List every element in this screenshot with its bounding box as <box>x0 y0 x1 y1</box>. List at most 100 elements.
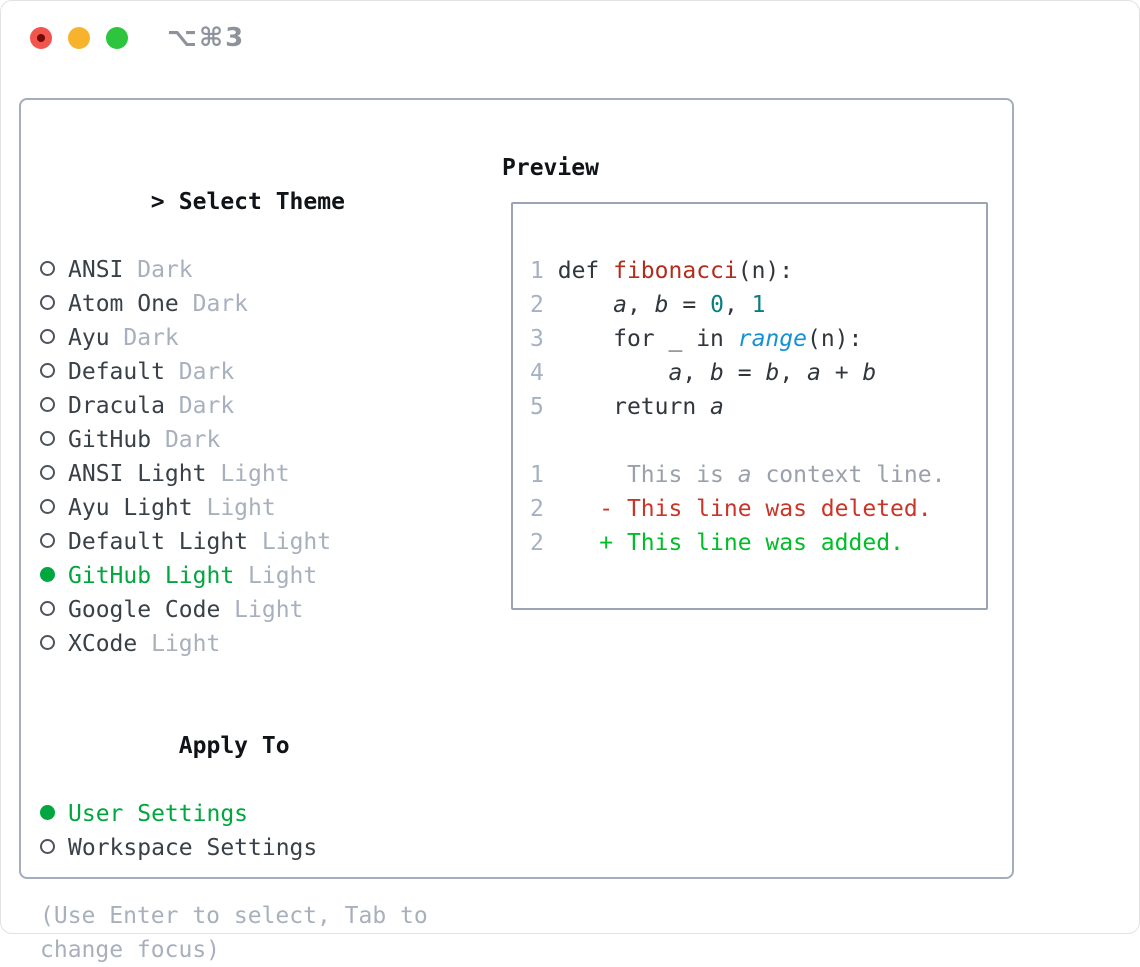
theme-variant-badge: Dark <box>137 257 193 283</box>
radio-circle <box>40 261 55 276</box>
radio-icon <box>40 627 68 661</box>
apply-option-label: User Settings <box>68 801 249 827</box>
radio-circle <box>40 635 55 650</box>
code-token: return <box>613 394 711 420</box>
code-token: b <box>654 292 669 318</box>
code-token: + <box>820 360 863 386</box>
close-button[interactable] <box>30 27 52 49</box>
radio-icon <box>40 389 68 423</box>
spacer <box>40 661 480 695</box>
radio-icon <box>40 525 68 559</box>
code-line: 2 a, b = 0, 1 <box>530 288 945 322</box>
theme-option-google-code[interactable]: Google Code Light <box>40 593 480 627</box>
theme-option-ansi-light[interactable]: ANSI Light Light <box>40 457 480 491</box>
zoom-button[interactable] <box>106 27 128 49</box>
code-token: 4 <box>530 360 544 386</box>
theme-name: Google Code <box>68 597 235 623</box>
radio-icon <box>40 491 68 525</box>
code-token: 2 <box>530 496 544 522</box>
code-token: a <box>710 394 724 420</box>
code-token: , <box>626 292 655 318</box>
code-token: a <box>737 462 752 488</box>
code-line: 2 - This line was deleted. <box>530 492 945 526</box>
hint-line-1: (Use Enter to select, Tab to <box>40 903 428 929</box>
titlebar: ⌥⌘3 <box>1 1 1139 75</box>
code-token: 1 <box>530 258 544 284</box>
radio-circle <box>40 839 55 854</box>
code-line: 1 This is a context line. <box>530 458 945 492</box>
radio-icon <box>40 831 68 865</box>
theme-option-dracula[interactable]: Dracula Dark <box>40 389 480 423</box>
code-token: b <box>710 360 724 386</box>
theme-option-github[interactable]: GitHub Dark <box>40 423 480 457</box>
theme-option-default-light[interactable]: Default Light Light <box>40 525 480 559</box>
theme-variant-badge: Light <box>206 495 276 521</box>
apply-option-user-settings[interactable]: User Settings <box>40 797 480 831</box>
theme-name: ANSI <box>68 257 138 283</box>
theme-name: Ayu Light <box>68 495 207 521</box>
theme-variant-badge: Dark <box>178 393 235 419</box>
code-line: 1 def fibonacci(n): <box>530 254 945 288</box>
radio-icon <box>40 593 68 627</box>
theme-option-ayu-light[interactable]: Ayu Light Light <box>40 491 480 525</box>
radio-circle <box>40 533 55 548</box>
theme-variant-badge: Dark <box>164 427 221 453</box>
radio-circle <box>40 397 55 412</box>
hint-line-2: change focus) <box>40 937 221 963</box>
code-token <box>544 462 627 488</box>
code-token: a <box>668 360 683 386</box>
code-token: def <box>557 258 614 284</box>
code-token: = <box>668 292 711 318</box>
theme-option-ansi[interactable]: ANSI Dark <box>40 253 480 287</box>
code-token <box>544 496 599 522</box>
prompt-icon: > <box>150 189 165 215</box>
apply-option-workspace-settings[interactable]: Workspace Settings <box>40 831 480 865</box>
theme-variant-badge: Light <box>151 631 221 657</box>
minimize-button[interactable] <box>68 27 90 49</box>
window-title: ⌥⌘3 <box>167 23 246 53</box>
code-token: , <box>723 292 752 318</box>
code-token: + This line was added. <box>599 530 904 556</box>
theme-name: Default <box>68 359 179 385</box>
theme-option-default[interactable]: Default Dark <box>40 355 480 389</box>
theme-option-atom-one[interactable]: Atom One Dark <box>40 287 480 321</box>
code-token: 3 <box>530 326 544 352</box>
theme-variant-badge: Dark <box>192 291 249 317</box>
radio-circle <box>40 295 55 310</box>
theme-variant-badge: Dark <box>123 325 179 351</box>
code-token: range <box>737 326 807 352</box>
code-line: 3 for _ in range(n): <box>530 322 945 356</box>
theme-name: GitHub Light <box>68 563 249 589</box>
theme-option-github-light[interactable]: GitHub Light Light <box>40 559 480 593</box>
code-token: b <box>862 360 877 386</box>
code-line <box>530 424 945 458</box>
code-token: a <box>613 292 627 318</box>
radio-icon <box>40 321 68 355</box>
radio-icon <box>40 287 68 321</box>
apply-to-header-row: Apply To <box>40 695 480 797</box>
radio-circle <box>40 805 55 820</box>
code-token: context line. <box>751 462 946 488</box>
code-token: b <box>765 360 780 386</box>
theme-name: Ayu <box>68 325 124 351</box>
code-token <box>544 258 558 284</box>
code-line: 4 a, b = b, a + b <box>530 356 945 390</box>
theme-name: XCode <box>68 631 152 657</box>
preview-title: Preview <box>502 155 599 181</box>
code-token <box>544 530 599 556</box>
code-token: fibonacci <box>613 258 738 284</box>
spacer <box>40 865 480 899</box>
theme-variant-badge: Light <box>220 461 290 487</box>
code-token <box>544 394 613 420</box>
code-token: , <box>682 360 711 386</box>
apply-to-title: Apply To <box>178 733 290 759</box>
theme-option-xcode[interactable]: XCode Light <box>40 627 480 661</box>
theme-option-ayu[interactable]: Ayu Dark <box>40 321 480 355</box>
code-token: 1 <box>530 462 544 488</box>
theme-variant-badge: Dark <box>178 359 235 385</box>
theme-variant-badge: Light <box>248 563 318 589</box>
code-token: 1 <box>751 292 766 318</box>
